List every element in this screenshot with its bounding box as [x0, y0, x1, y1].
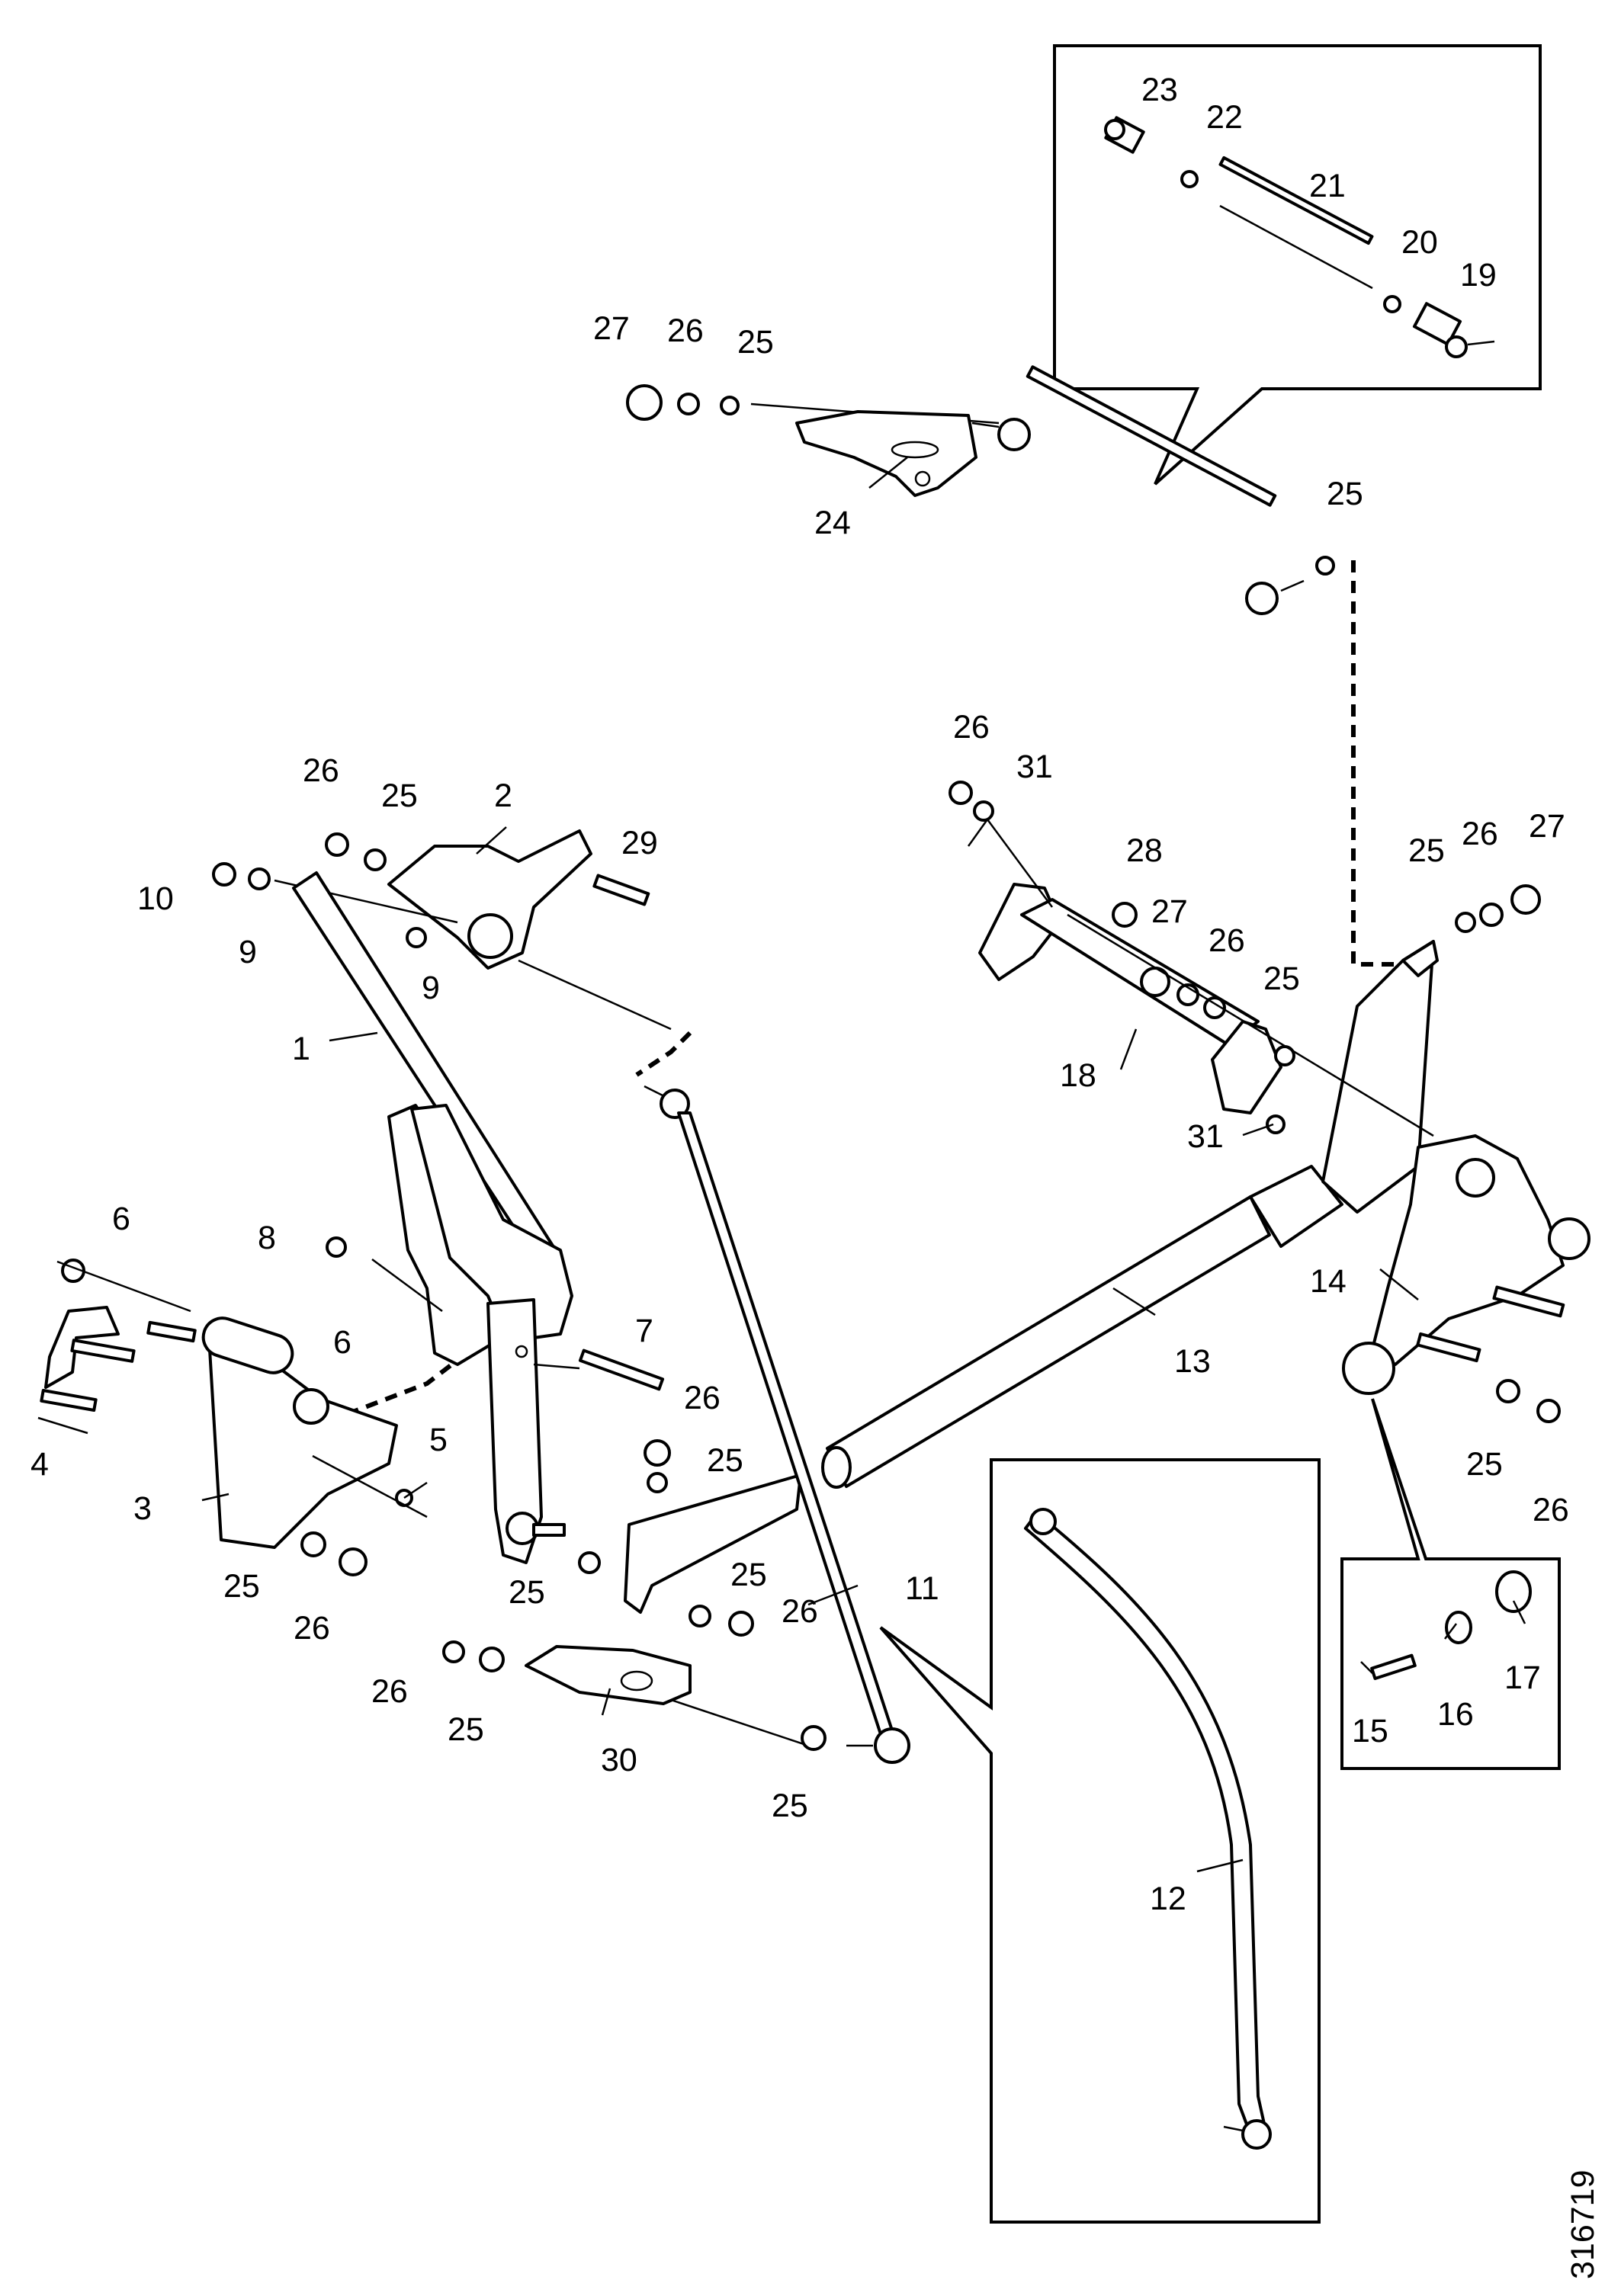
callout-23: 23 [1141, 72, 1178, 108]
bracket-14 [1342, 1134, 1591, 1423]
callout-26h: 26 [782, 1593, 818, 1630]
callout-25l: 25 [1466, 1446, 1503, 1483]
bracket-3 [40, 1259, 428, 1576]
dashed-connector-right [1351, 560, 1403, 967]
callout-20: 20 [1401, 224, 1438, 261]
dashed-connector-center [635, 1031, 692, 1077]
leader-lines [37, 457, 1526, 1873]
callout-30: 30 [601, 1742, 637, 1778]
callout-3: 3 [133, 1490, 152, 1527]
callout-29: 29 [621, 825, 658, 861]
callout-16: 16 [1437, 1696, 1474, 1733]
tube-13 [821, 940, 1439, 1489]
callout-5: 5 [429, 1422, 448, 1458]
inset-frame-top-right [1053, 44, 1542, 486]
callout-27b: 27 [1151, 893, 1188, 930]
callout-25h: 25 [509, 1574, 545, 1611]
callout-25a: 25 [737, 324, 774, 361]
callout-14: 14 [1310, 1263, 1347, 1300]
callout-25j: 25 [448, 1711, 484, 1748]
callout-26e: 26 [303, 752, 339, 789]
callout-26g: 26 [294, 1610, 330, 1647]
callout-25b: 25 [1327, 476, 1363, 512]
inset-frame-bottom-right [1340, 1398, 1561, 1770]
callout-25i: 25 [730, 1557, 767, 1593]
callouts: 23 22 21 20 19 27 26 25 24 25 26 31 28 2… [30, 72, 1569, 1917]
figure-id: 316719 [1565, 2170, 1601, 2280]
lower-brackets [442, 1439, 827, 1751]
callout-26a: 26 [667, 313, 704, 349]
callout-26i: 26 [371, 1673, 408, 1710]
callout-26d: 26 [1462, 816, 1498, 852]
rod-11 [644, 1085, 910, 1764]
callout-1: 1 [292, 1031, 310, 1067]
callout-8: 8 [258, 1220, 276, 1256]
inset-adjustable-rod [1104, 116, 1495, 358]
callout-25e: 25 [381, 778, 418, 814]
callout-26j: 26 [1533, 1492, 1569, 1528]
callout-4: 4 [30, 1446, 49, 1483]
callout-10: 10 [137, 880, 174, 917]
callout-7: 7 [635, 1313, 653, 1349]
callout-25g: 25 [223, 1568, 260, 1605]
callout-19: 19 [1460, 257, 1497, 293]
callout-6a: 6 [112, 1201, 130, 1237]
callout-6b: 6 [333, 1324, 351, 1361]
callout-9a: 9 [239, 934, 257, 970]
inset-frame-bottom-center [879, 1458, 1321, 2224]
callout-11: 11 [905, 1570, 939, 1607]
left-upper-bracket [212, 829, 672, 1031]
callout-27c: 27 [1529, 808, 1565, 845]
callout-12: 12 [1150, 1881, 1186, 1917]
callout-9b: 9 [422, 970, 440, 1006]
callout-21: 21 [1309, 168, 1346, 204]
callout-15: 15 [1352, 1713, 1388, 1749]
callout-31a: 31 [1016, 749, 1053, 785]
callout-26f: 26 [684, 1380, 721, 1416]
callout-25f: 25 [707, 1442, 743, 1479]
lever-1 [292, 871, 573, 1564]
bushing-parts [1370, 1570, 1532, 1681]
callout-25d: 25 [1408, 832, 1445, 869]
callout-27a: 27 [593, 310, 630, 347]
callout-2: 2 [494, 778, 512, 814]
callout-25k: 25 [772, 1788, 808, 1824]
rod-12 [1024, 1508, 1272, 2150]
callout-26c: 26 [1209, 922, 1245, 959]
bracket-18 [949, 781, 1541, 1137]
callout-31b: 31 [1187, 1118, 1224, 1155]
callout-13: 13 [1174, 1343, 1211, 1380]
pin-7-and-bush-8 [326, 1236, 665, 1574]
callout-22: 22 [1206, 99, 1243, 136]
callout-25c: 25 [1263, 960, 1300, 997]
callout-17: 17 [1504, 1659, 1541, 1696]
callout-26b: 26 [953, 709, 990, 746]
callout-24: 24 [814, 505, 851, 541]
upper-rod-assembly [626, 365, 1335, 615]
callout-28: 28 [1126, 832, 1163, 869]
callout-18: 18 [1060, 1057, 1096, 1094]
